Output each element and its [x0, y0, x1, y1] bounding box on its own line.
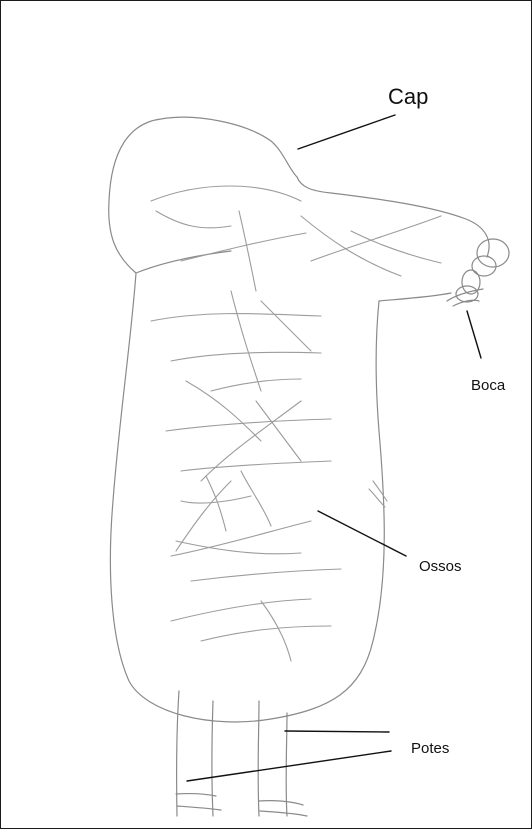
bones-label: Ossos [419, 558, 462, 575]
bone-scribbles [151, 186, 441, 661]
mouth-scribble [447, 239, 509, 306]
bones-leader-line [318, 511, 406, 556]
head-leader-line [298, 115, 395, 149]
snout-lower-outline [136, 251, 231, 273]
legs [176, 691, 307, 816]
snout-outline [297, 177, 489, 257]
mouth-label: Boca [471, 377, 506, 394]
head-label: Cap [388, 84, 428, 109]
legs-leader-line-upper [285, 731, 389, 732]
legs-label: Potes [411, 740, 449, 757]
legs-leader-line-lower [187, 751, 391, 781]
mouth-leader-line [467, 311, 481, 358]
